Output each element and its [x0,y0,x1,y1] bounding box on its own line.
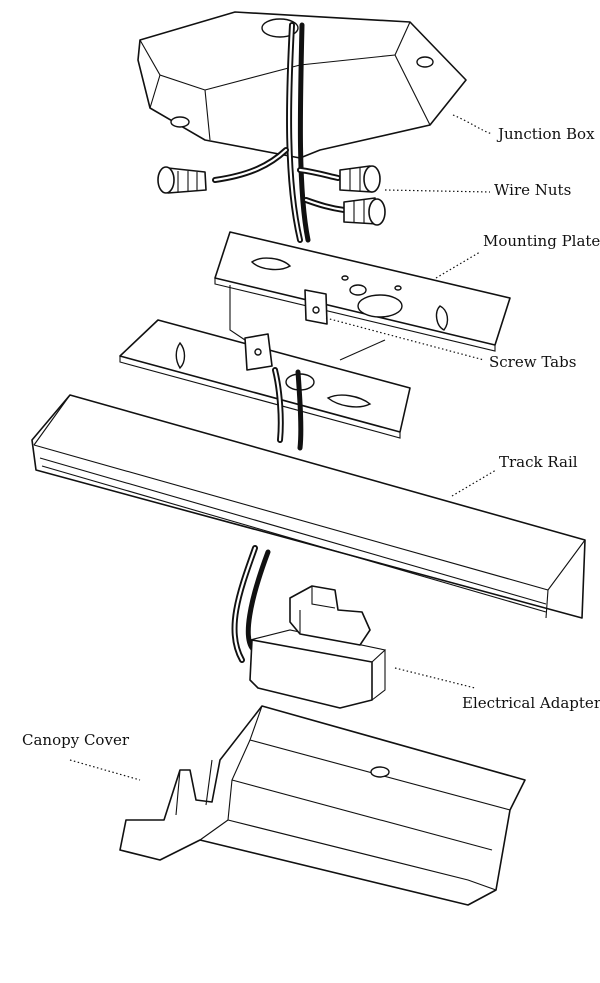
screw-tab-upper [304,289,328,325]
track-rail [31,394,586,619]
leader-track-rail [451,469,497,497]
leader-electrical-adapter [394,667,476,689]
label-screw-tabs: Screw Tabs [489,353,577,371]
leader-wire-nuts [384,189,491,193]
canopy-cover [119,705,526,906]
wire-nut-left [157,166,207,194]
wire-nut-right-upper [339,165,381,193]
label-canopy-cover: Canopy Cover [22,731,129,749]
screw-tab-lower [244,333,273,371]
label-wire-nuts: Wire Nuts [494,181,572,199]
crossbar-plate [119,319,411,439]
label-track-rail: Track Rail [499,453,578,471]
label-junction-box: Junction Box [498,125,595,143]
leader-screw-tabs [325,317,485,361]
electrical-adapter [249,585,387,709]
wires-upper [212,22,347,243]
mounting-plate [214,231,511,361]
leader-canopy-cover [69,759,141,781]
wires-middle [272,367,304,451]
leader-mounting-plate [435,251,481,279]
wires-lower [231,545,271,663]
leader-junction-box [452,114,493,135]
wire-nut-right-lower [343,197,386,226]
label-electrical-adapter: Electrical Adapter [462,694,600,712]
label-mounting-plate: Mounting Plate [483,232,600,250]
